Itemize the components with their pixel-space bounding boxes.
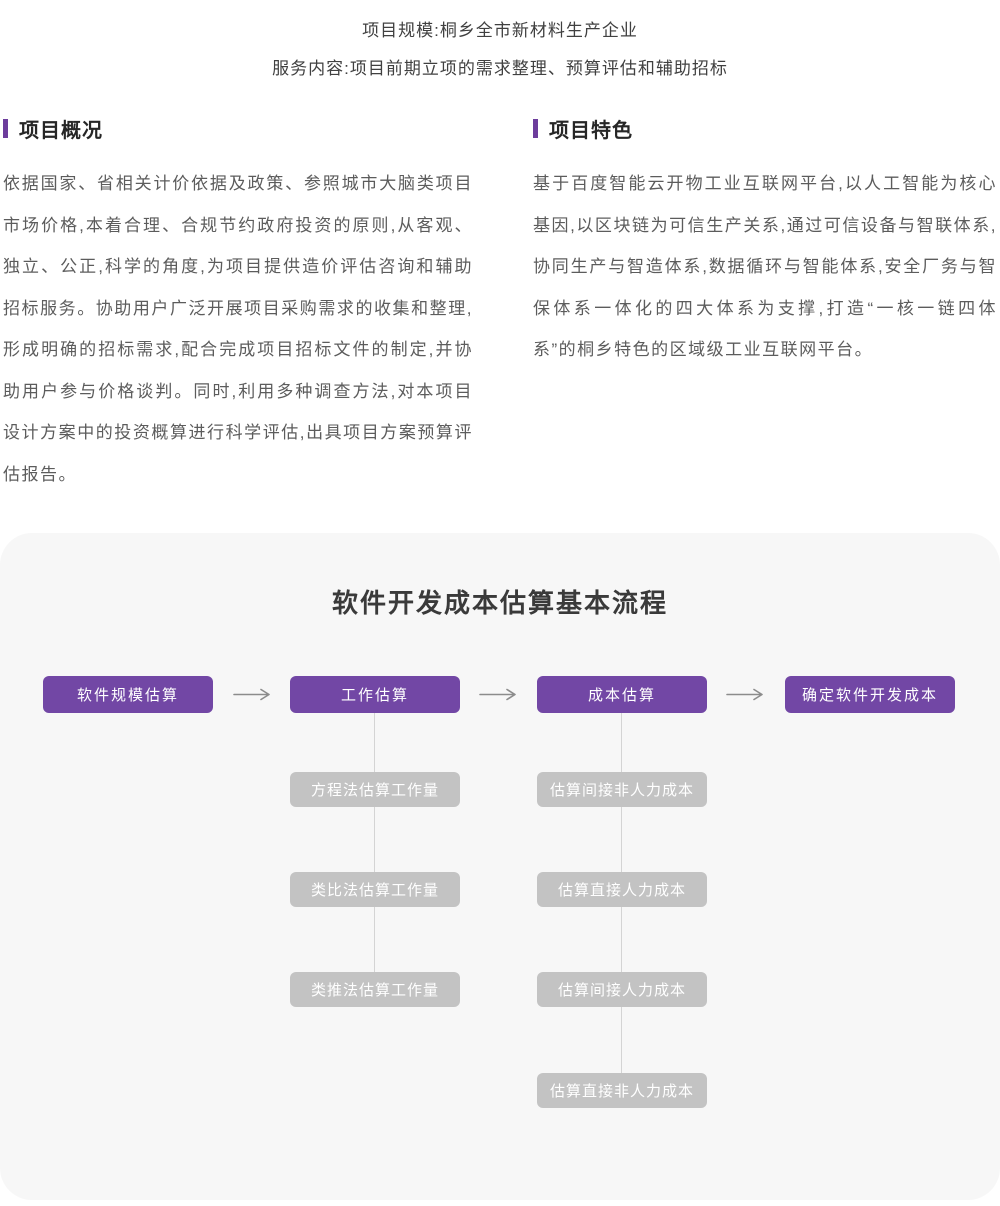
flow-subnode-indirect-nonlabor-cost: 估算间接非人力成本: [537, 772, 707, 807]
flow-node-confirm-dev-cost: 确定软件开发成本: [785, 676, 955, 713]
overview-heading: 项目概况: [3, 114, 473, 142]
right-arrow-icon: [233, 688, 270, 701]
flow-node-work-estimate: 工作估算: [290, 676, 460, 713]
flowchart-card: 软件开发成本估算基本流程 软件规模估算 工作估算 成本估算 确定软件开发成本 方…: [0, 533, 1000, 1200]
overview-title: 项目概况: [19, 119, 103, 142]
flow-subnode-indirect-labor-cost: 估算间接人力成本: [537, 972, 707, 1007]
flowchart-title: 软件开发成本估算基本流程: [331, 588, 668, 618]
features-heading: 项目特色: [533, 114, 997, 142]
heading-accent-bar: [533, 118, 538, 138]
right-arrow-icon: [479, 688, 516, 701]
project-meta: 项目规模:桐乡全市新材料生产企业 服务内容:项目前期立项的需求整理、预算评估和辅…: [0, 12, 1000, 88]
features-title: 项目特色: [549, 119, 633, 142]
overview-body: 依据国家、省相关计价依据及政策、参照城市大脑类项目市场价格,本着合理、合规节约政…: [3, 174, 473, 484]
flow-node-cost-estimate: 成本估算: [537, 676, 707, 713]
flow-subnode-direct-labor-cost: 估算直接人力成本: [537, 872, 707, 907]
flow-subnode-analogy-method: 类比法估算工作量: [290, 872, 460, 907]
flow-subnode-extrapolation-method: 类推法估算工作量: [290, 972, 460, 1007]
flow-node-software-scale-estimate: 软件规模估算: [43, 676, 213, 713]
section-project-overview: 项目概况 依据国家、省相关计价依据及政策、参照城市大脑类项目市场价格,本着合理、…: [3, 114, 473, 495]
service-content-line: 服务内容:项目前期立项的需求整理、预算评估和辅助招标: [272, 59, 728, 78]
heading-accent-bar: [3, 118, 8, 138]
features-body: 基于百度智能云开物工业互联网平台,以人工智能为核心基因,以区块链为可信生产关系,…: [533, 174, 997, 359]
flow-subnode-equation-method: 方程法估算工作量: [290, 772, 460, 807]
info-columns: 项目概况 依据国家、省相关计价依据及政策、参照城市大脑类项目市场价格,本着合理、…: [3, 114, 997, 495]
project-scale-line: 项目规模:桐乡全市新材料生产企业: [362, 21, 638, 40]
right-arrow-icon: [726, 688, 763, 701]
work-column-connector-line: [374, 713, 375, 989]
flow-subnode-direct-nonlabor-cost: 估算直接非人力成本: [537, 1073, 707, 1108]
section-project-features: 项目特色 基于百度智能云开物工业互联网平台,以人工智能为核心基因,以区块链为可信…: [533, 114, 997, 495]
